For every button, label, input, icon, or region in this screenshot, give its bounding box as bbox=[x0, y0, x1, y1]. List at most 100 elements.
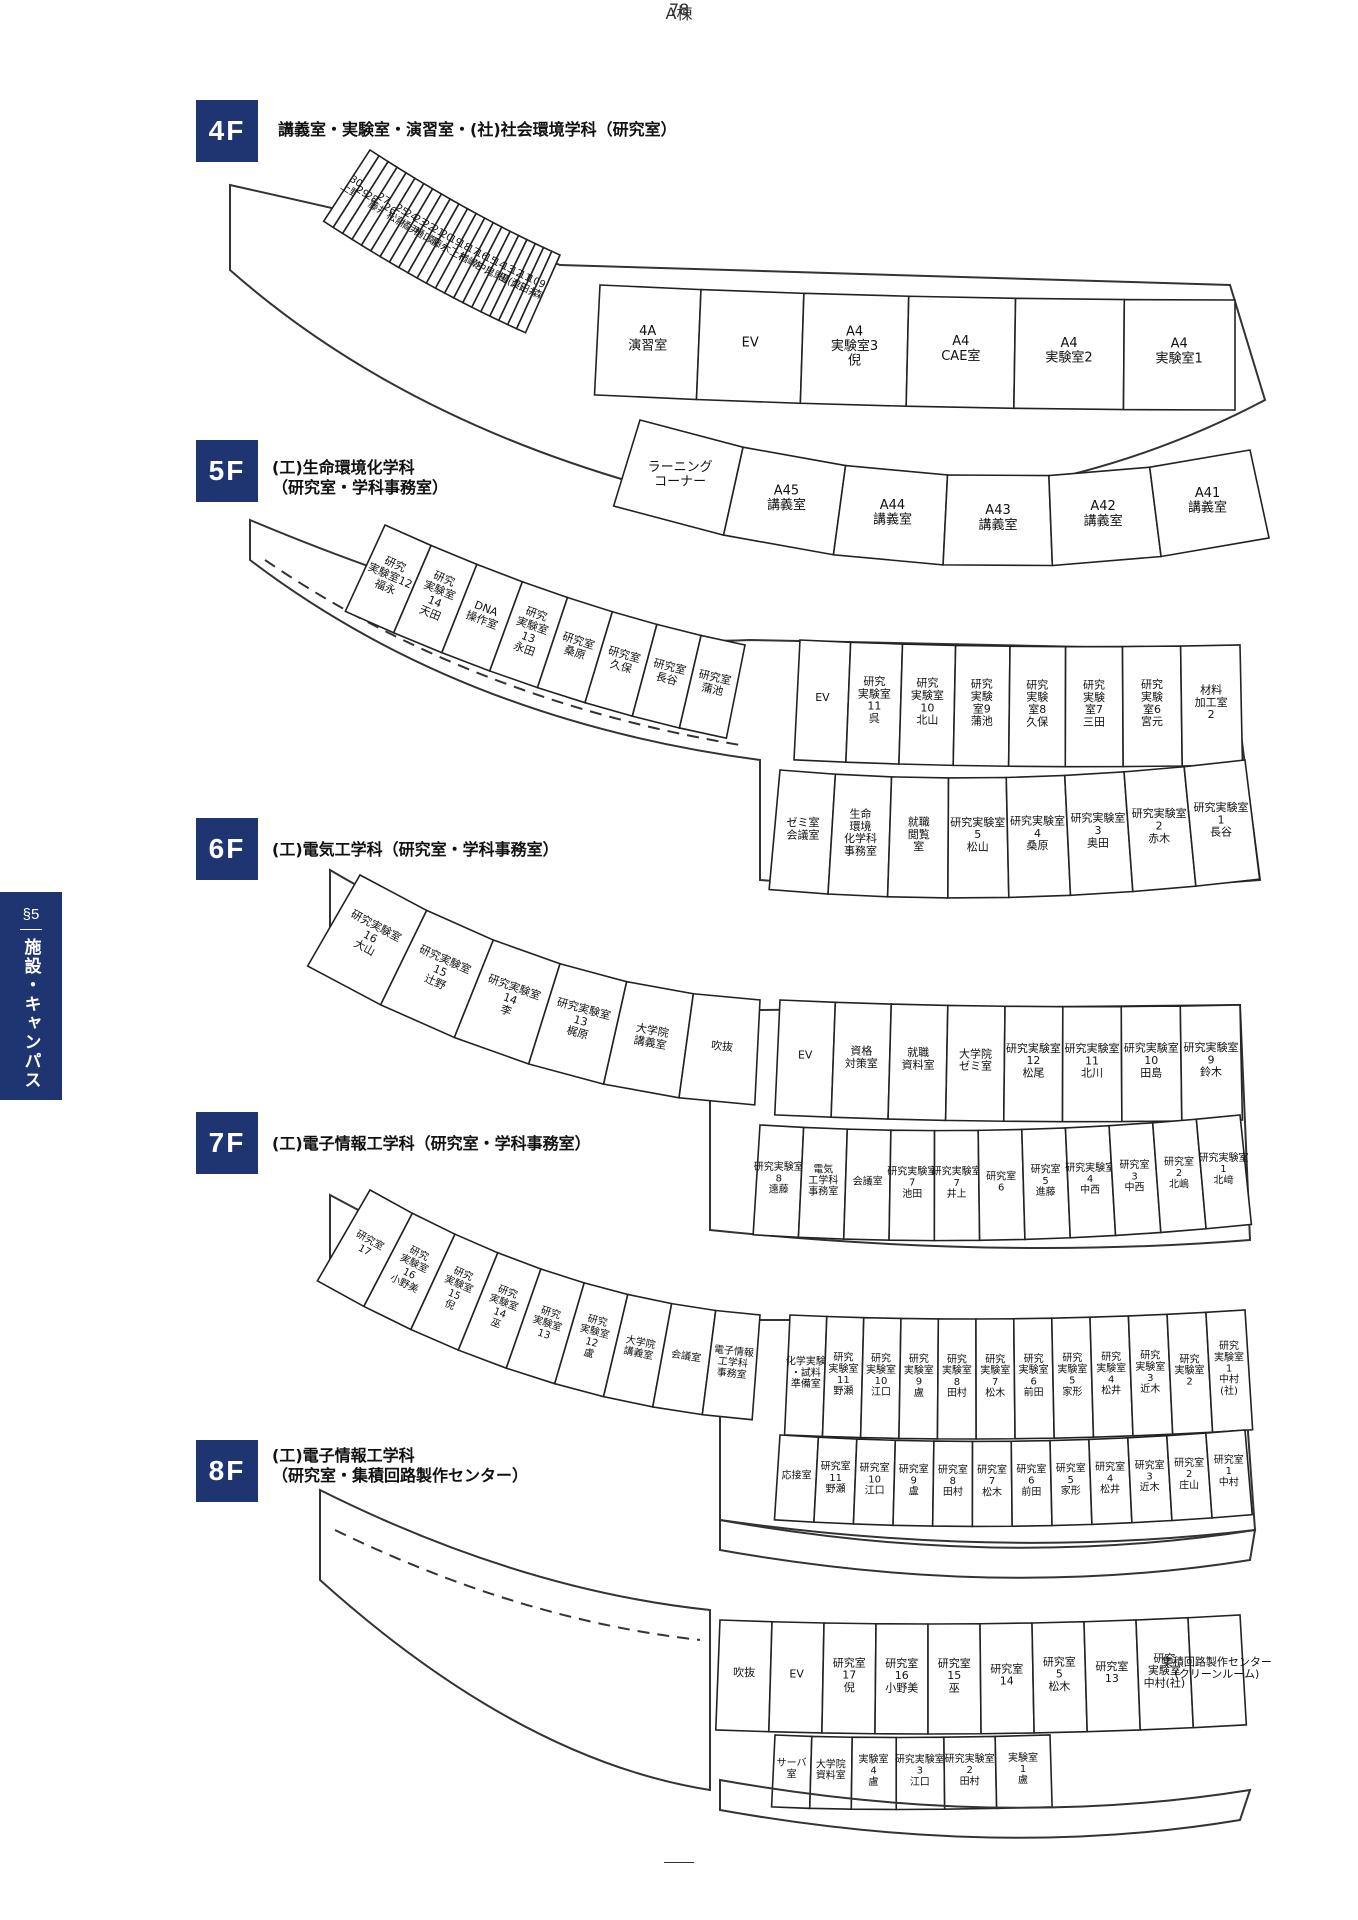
room-label: 9森 bbox=[530, 278, 548, 302]
room-label: 研究室蒲池 bbox=[695, 667, 733, 700]
room-label: 大学院ゼミ室 bbox=[959, 1046, 992, 1072]
room-label: ラーニングコーナー bbox=[648, 460, 713, 490]
plan-8f-west-wing bbox=[319, 1488, 711, 1792]
room-label: EV bbox=[742, 336, 759, 351]
room-cell bbox=[1187, 1614, 1248, 1729]
room-label: 集積回路製作センター(クリーンルーム) bbox=[1162, 1654, 1272, 1680]
room-label: 電子情報工学科事務室 bbox=[711, 1342, 754, 1381]
room-label: ゼミ室会議室 bbox=[787, 815, 820, 841]
room-cell bbox=[1148, 449, 1271, 558]
room-label: 吹抜 bbox=[711, 1038, 734, 1054]
room-label: 大学院資料室 bbox=[816, 1757, 846, 1781]
section-divider bbox=[20, 929, 42, 930]
room-cell bbox=[1183, 759, 1261, 888]
room-cell bbox=[1179, 1004, 1244, 1122]
section-title: 施設・キャンパス bbox=[20, 938, 41, 1090]
room-label: 化学実験・試料準備室 bbox=[786, 1355, 826, 1390]
room-label: 研究実験室14巫 bbox=[480, 1280, 525, 1334]
room-label: 吹抜 bbox=[733, 1665, 755, 1679]
section-number: §5 bbox=[22, 906, 40, 923]
room-label: 応接室 bbox=[782, 1469, 812, 1482]
room-cell bbox=[678, 992, 761, 1106]
plan-8f-balcony bbox=[719, 1778, 1252, 1839]
room-cell bbox=[1195, 1114, 1253, 1230]
floor-title-8f: (工)電子情報工学科 （研究室・集積回路製作センター） bbox=[272, 1446, 529, 1485]
room-label: EV bbox=[798, 1049, 813, 1062]
room-label: EV bbox=[815, 691, 830, 704]
room-label: EV bbox=[789, 1667, 804, 1680]
floor-title-5f: (工)生命環境化学科 （研究室・学科事務室） bbox=[272, 458, 449, 497]
room-cell bbox=[1205, 1429, 1254, 1519]
floor-badge-8f: 8F bbox=[196, 1440, 258, 1502]
room-label: サーバ室 bbox=[777, 1757, 807, 1780]
room-label: 研究実験室12盧 bbox=[573, 1310, 614, 1363]
section-side-tab: §5 施設・キャンパス bbox=[0, 892, 62, 1100]
room-label: 電気工学科事務室 bbox=[808, 1162, 838, 1197]
floor-badge-6f: 6F bbox=[196, 818, 258, 880]
plan-7f-balcony bbox=[719, 1518, 1257, 1579]
floor-title-6f: (工)電気工学科（研究室・学科事務室） bbox=[272, 840, 559, 859]
room-cell bbox=[1122, 298, 1236, 411]
room-label: 会議室 bbox=[853, 1175, 883, 1188]
plan-f6-west: 研究実験室16大山研究実験室15辻野研究実験室14李研究実験室13梶原大学院講義… bbox=[306, 873, 761, 1106]
room-label: 就職閲覧室 bbox=[908, 815, 930, 854]
room-cell bbox=[1205, 1309, 1254, 1433]
room-label: 研究実験室13永田 bbox=[507, 602, 555, 661]
room-label: 就職資料室 bbox=[902, 1045, 935, 1071]
room-label: 資格対策室 bbox=[845, 1044, 878, 1070]
plan-8f-west-corridor bbox=[334, 1529, 701, 1641]
room-cell bbox=[701, 1309, 761, 1421]
